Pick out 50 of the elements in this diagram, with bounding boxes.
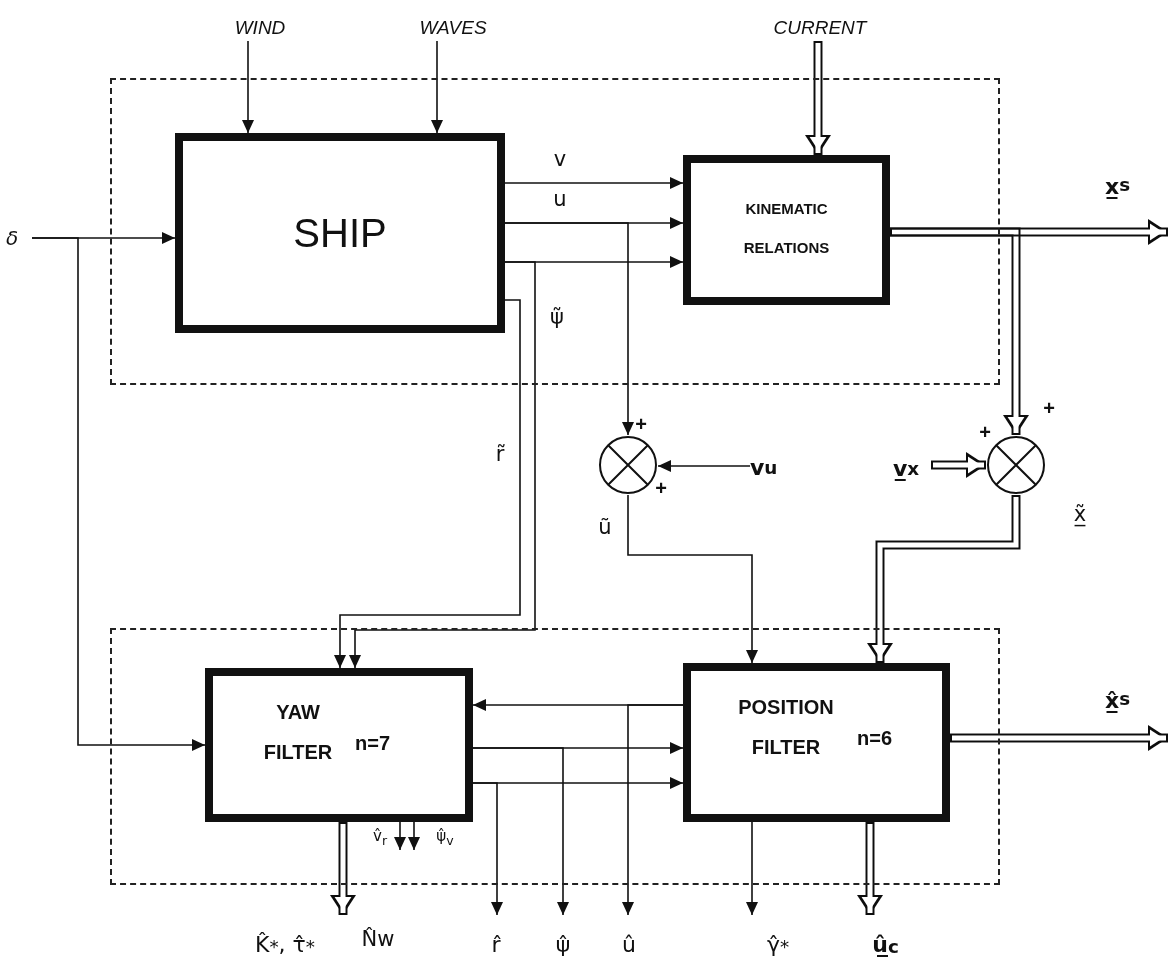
sign-label: + [1043, 396, 1055, 420]
arrow [349, 261, 536, 669]
dashed-group-box [110, 78, 1000, 385]
signal-label: ψ̂ [545, 915, 581, 957]
sign-label: + [655, 476, 667, 500]
disturbance-label: CURRENT [765, 15, 875, 41]
edge-label: x̲̃ [1071, 503, 1089, 527]
block-title: YAW FILTER [262, 700, 334, 765]
disturbance-label: WIND [225, 15, 295, 41]
order-label: n=7 [355, 732, 391, 755]
double-line-arrow [805, 41, 831, 155]
process-block [683, 663, 950, 822]
arrow [746, 821, 758, 916]
double-line-arrow [857, 822, 883, 915]
arrow [657, 460, 751, 472]
edge-label: v̂$_{r}$ [371, 828, 389, 848]
arrow [504, 222, 634, 436]
signal-label: δ [6, 225, 32, 251]
arrow [334, 299, 521, 669]
dashed-group-box [110, 628, 1000, 885]
signal-label: r̂ [478, 915, 514, 957]
sign-label: + [635, 412, 647, 436]
double-line-arrow [950, 725, 1168, 751]
sign-label: + [979, 420, 991, 444]
arrow [472, 782, 503, 916]
arrow [622, 704, 684, 916]
arrow [394, 821, 406, 851]
order-label: n=6 [857, 727, 893, 750]
double-line-arrow [330, 822, 356, 915]
arrow [242, 40, 254, 134]
process-block [205, 668, 473, 822]
process-block [683, 155, 890, 305]
signal-label: û [612, 915, 646, 957]
arrow [627, 494, 758, 664]
arrow [408, 821, 420, 851]
arrow [31, 237, 206, 751]
arrow [431, 40, 443, 134]
double-line-arrow [931, 452, 986, 478]
arrow [472, 747, 569, 916]
summing-junction [986, 435, 1046, 495]
block-title: KINEMATIC RELATIONS [742, 199, 831, 258]
summing-junction [598, 435, 658, 495]
arrow [504, 177, 684, 189]
process-block [175, 133, 505, 333]
block-title: SHIP [292, 210, 388, 257]
edge-label: ψ̃ [548, 306, 566, 330]
disturbance-label: WAVES [408, 15, 498, 41]
block-title: POSITION FILTER [737, 695, 835, 760]
edge-label: ψ̂$_{v}$ [434, 828, 456, 848]
double-line-arrow [867, 495, 1021, 663]
